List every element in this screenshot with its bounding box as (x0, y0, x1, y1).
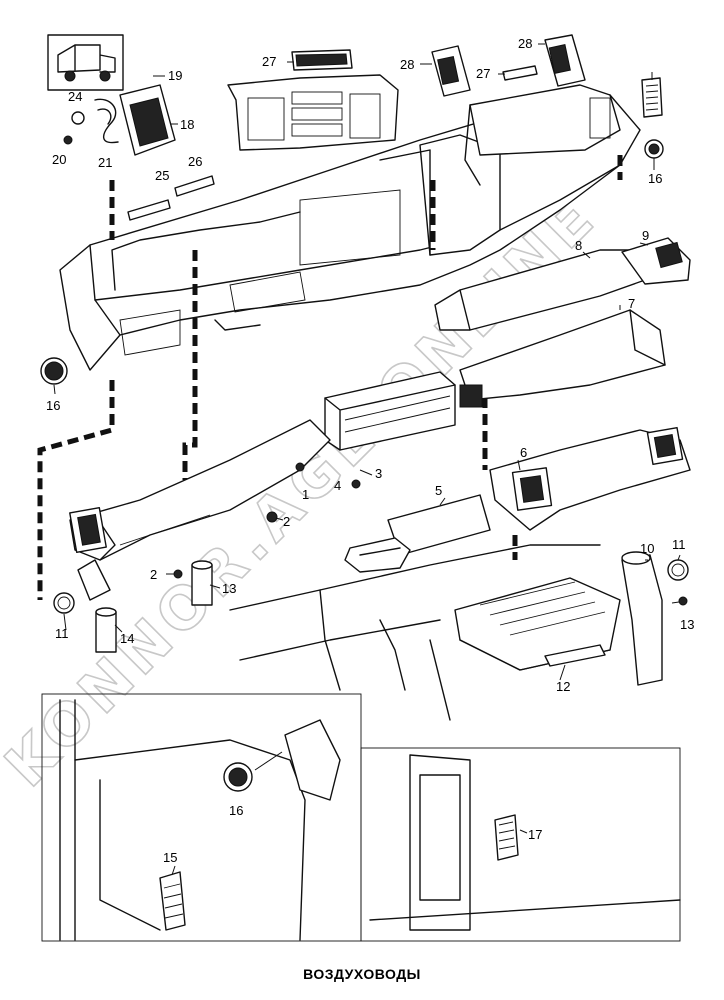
upper-vent-frame (227, 74, 399, 151)
floor-frame (229, 544, 601, 721)
callout-2-lower: 2 (150, 567, 157, 582)
vent-28 (641, 77, 663, 118)
callout-6: 6 (520, 445, 527, 460)
callout-7: 7 (628, 296, 635, 311)
callout-5: 5 (435, 483, 442, 498)
vent-27-right (544, 34, 586, 87)
vent-23-24 (127, 175, 215, 221)
callout-9: 9 (642, 228, 649, 243)
callout-1: 1 (302, 487, 309, 502)
callout-12: 12 (556, 679, 570, 694)
duct-10 (621, 551, 663, 686)
duct-8 (434, 237, 691, 331)
grille-18 (119, 84, 176, 156)
callout-27-left: 28 (400, 57, 414, 72)
callout-21: 21 (98, 155, 112, 170)
callout-3: 3 (375, 466, 382, 481)
ring-11 (53, 559, 689, 614)
floor-grille-12 (454, 577, 621, 671)
inset-right-panel (360, 747, 681, 942)
callout-8: 8 (575, 238, 582, 253)
callout-20: 20 (52, 152, 66, 167)
callout-11-left: 11 (55, 626, 69, 641)
vent-16-left (40, 357, 68, 385)
callout-23: 25 (155, 168, 169, 183)
callout-11-right: 11 (672, 537, 686, 552)
truck-thumbnail (47, 34, 124, 91)
nozzle-22-20 (63, 111, 85, 145)
callout-18: 18 (180, 117, 194, 132)
fasteners (173, 462, 688, 606)
callout-labels: 19 24 18 20 21 25 26 27 28 28 27 16 16 9… (46, 36, 694, 865)
duct-7 (459, 309, 666, 408)
callout-19: 19 (168, 68, 182, 83)
callout-16-left: 16 (46, 398, 60, 413)
callout-2-upper: 2 (283, 514, 290, 529)
vent-16-right (644, 139, 664, 159)
callout-26: 27 (262, 54, 276, 69)
vent-26 (291, 49, 353, 71)
callout-15: 15 (163, 850, 177, 865)
callout-16-right: 16 (648, 171, 662, 186)
hose-21 (94, 98, 119, 144)
callout-25: 27 (476, 66, 490, 81)
leader-lines (53, 43, 681, 876)
heater-unit-3 (324, 371, 456, 451)
dashboard-panel (59, 94, 641, 371)
callout-17: 17 (528, 827, 542, 842)
callout-10: 10 (640, 541, 654, 556)
callout-27-right: 28 (518, 36, 532, 51)
right-upper-panel (464, 84, 621, 186)
callout-24: 26 (188, 154, 202, 169)
pipe-14 (95, 560, 213, 653)
inset-left-door (41, 693, 362, 942)
duct-1-left (69, 419, 331, 601)
callout-22: 24 (68, 89, 82, 104)
vent-27-left (431, 45, 471, 97)
callout-14-upper: 13 (222, 581, 236, 596)
callout-4: 4 (334, 478, 341, 493)
vent-25 (502, 65, 538, 81)
cover-5 (344, 494, 491, 573)
callout-13: 13 (680, 617, 694, 632)
callout-16-inset: 16 (229, 803, 243, 818)
callout-14-lower: 14 (120, 631, 134, 646)
duct-6 (489, 426, 691, 531)
diagram-caption: ВОЗДУХОВОДЫ (303, 966, 421, 982)
